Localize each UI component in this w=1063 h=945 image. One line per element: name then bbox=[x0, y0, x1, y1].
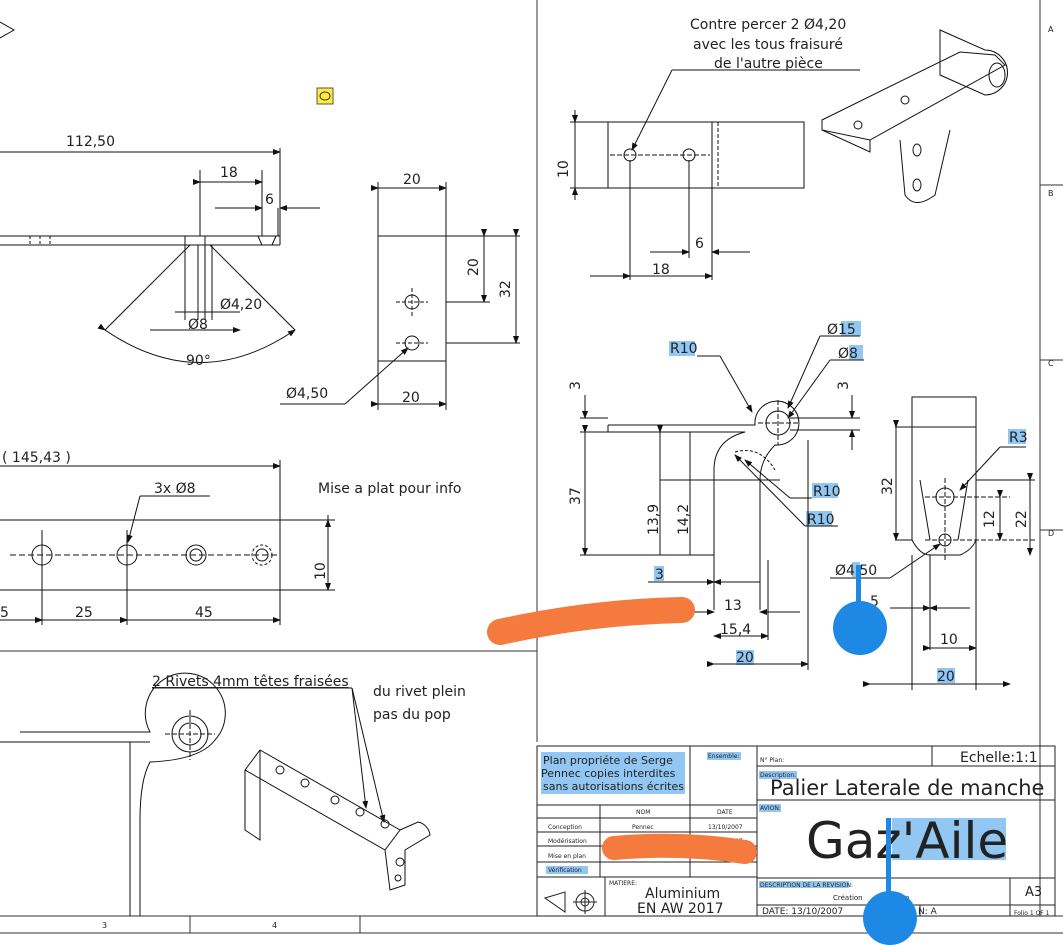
dim-20-front: 20 bbox=[937, 669, 955, 685]
part-description: Palier Laterale de manche bbox=[770, 776, 1044, 800]
dim-dia-8-bracket: Ø8 bbox=[838, 346, 858, 362]
dim-dia-15: Ø15 bbox=[827, 322, 856, 338]
dim-13: 13 bbox=[724, 598, 742, 614]
dim-13-9: 13,9 bbox=[646, 504, 662, 535]
plan-number-label: N° Plan: bbox=[760, 757, 784, 764]
block-view bbox=[280, 182, 520, 410]
dim-145-43: ( 145,43 ) bbox=[2, 450, 71, 466]
border-number-4: 4 bbox=[272, 921, 277, 930]
avion-label: AVION: bbox=[760, 805, 781, 812]
aircraft-name: Gaz'Aile bbox=[806, 812, 1008, 870]
dim-angle-90: 90° bbox=[186, 353, 211, 369]
dim-18: 18 bbox=[220, 165, 238, 181]
top-plate-view bbox=[570, 29, 1008, 280]
row-conception-date: 13/10/2007 bbox=[708, 824, 743, 831]
owner-line-2: Pennec copies interdites bbox=[541, 767, 676, 780]
material-label: MATIERE: bbox=[609, 880, 637, 887]
border-number-3: 3 bbox=[102, 921, 107, 930]
orange-annotation-mark bbox=[487, 597, 695, 645]
dim-5-front: 5 bbox=[870, 594, 879, 610]
drill-note-line-1: Contre percer 2 Ø4,20 bbox=[690, 17, 846, 33]
description-label: Description: bbox=[760, 772, 796, 779]
scale-value: Echelle:1:1 bbox=[960, 750, 1038, 766]
row-modelisation-label: Modérisation bbox=[548, 838, 587, 845]
flat-pattern bbox=[0, 460, 335, 625]
revision-description: Création bbox=[833, 894, 863, 902]
material-line-2: EN AW 2017 bbox=[637, 901, 724, 917]
rivets-label: 2 Rivets 4mm têtes fraisées bbox=[152, 674, 349, 690]
format-a3: A3 bbox=[1025, 885, 1042, 900]
col-date: DATE bbox=[717, 809, 733, 816]
owner-line-3: sans autorisations écrites bbox=[543, 780, 684, 793]
iso-fragment bbox=[0, 21, 16, 39]
dim-5: 5 bbox=[0, 605, 9, 621]
dim-20-bottom: 20 bbox=[402, 390, 420, 406]
dim-18-plate: 18 bbox=[652, 262, 670, 278]
dim-25: 25 bbox=[75, 605, 93, 621]
dim-10-plate: 10 bbox=[556, 160, 572, 178]
row-conception-label: Conception bbox=[548, 824, 582, 831]
rivets-note-1: du rivet plein bbox=[373, 684, 466, 700]
dim-112-50: 112,50 bbox=[66, 134, 115, 150]
bracket-profile-view bbox=[580, 335, 864, 670]
blue-marker-pin-2[interactable] bbox=[863, 818, 917, 945]
dim-37: 37 bbox=[568, 487, 584, 505]
dim-15-4: 15,4 bbox=[720, 622, 751, 638]
dim-dia-4-50: Ø4,50 bbox=[286, 386, 328, 402]
dim-dia-8: Ø8 bbox=[188, 317, 208, 333]
drawing-date: DATE: 13/10/2007 bbox=[762, 907, 843, 917]
revision-label: DESCRIPTION DE LA REVISION: bbox=[760, 882, 853, 889]
dim-32: 32 bbox=[498, 280, 514, 298]
dim-32-front: 32 bbox=[880, 477, 896, 495]
border-letter-a: A bbox=[1048, 25, 1054, 34]
dim-12: 12 bbox=[982, 510, 998, 528]
row-mise-en-plan-label: Mise en plan bbox=[548, 853, 586, 860]
border-letter-c: C bbox=[1048, 359, 1054, 368]
dim-45: 45 bbox=[195, 605, 213, 621]
owner-line-1: Plan propriéte de Serge bbox=[543, 754, 673, 767]
row-conception-name: Pennec bbox=[632, 824, 654, 831]
side-view bbox=[0, 148, 320, 363]
dim-20-top: 20 bbox=[403, 172, 421, 188]
col-nom: NOM bbox=[636, 809, 650, 816]
dim-holes-3x-8: 3x Ø8 bbox=[154, 481, 196, 497]
dim-3-bottom: 3 bbox=[655, 567, 664, 583]
border-letter-b: B bbox=[1048, 189, 1054, 198]
flat-pattern-note: Mise a plat pour info bbox=[318, 481, 461, 497]
dim-6-plate: 6 bbox=[695, 236, 704, 252]
dim-dia-4-20: Ø4,20 bbox=[220, 297, 262, 313]
dim-20-bracket: 20 bbox=[736, 650, 754, 666]
drawing-index: N: A bbox=[918, 907, 938, 917]
dim-6: 6 bbox=[265, 192, 274, 208]
rivet-assembly-view bbox=[0, 672, 431, 916]
drill-note-line-2: avec les tous fraisuré bbox=[693, 37, 843, 53]
orange-annotation-mark-2 bbox=[602, 833, 757, 864]
row-verification-label: Vérification bbox=[548, 867, 582, 874]
blue-marker-pin[interactable] bbox=[833, 565, 887, 655]
dim-10-flat: 10 bbox=[313, 562, 329, 580]
dim-14-2: 14,2 bbox=[676, 504, 692, 535]
radius-r3: R3 bbox=[1009, 430, 1028, 446]
dim-10-front: 10 bbox=[940, 632, 958, 648]
dim-3-right: 3 bbox=[836, 381, 852, 390]
folio: Folio 1 OF 1 bbox=[1014, 910, 1050, 917]
rivets-note-2: pas du pop bbox=[373, 707, 451, 723]
dim-3-left: 3 bbox=[568, 381, 584, 390]
bracket-front-view bbox=[830, 396, 1035, 690]
radius-r10-lower: R10 bbox=[807, 512, 835, 528]
drill-note-line-3: de l'autre pièce bbox=[714, 56, 823, 72]
radius-r10-top: R10 bbox=[670, 341, 698, 357]
dim-22: 22 bbox=[1014, 510, 1030, 528]
radius-r10-middle: R10 bbox=[813, 484, 841, 500]
comment-icon[interactable] bbox=[316, 87, 334, 105]
ensemble-label: Ensemble: bbox=[708, 753, 739, 760]
dim-20-vertical: 20 bbox=[466, 258, 482, 276]
material-line-1: Aluminium bbox=[645, 886, 720, 902]
border-letter-d: D bbox=[1048, 529, 1054, 538]
